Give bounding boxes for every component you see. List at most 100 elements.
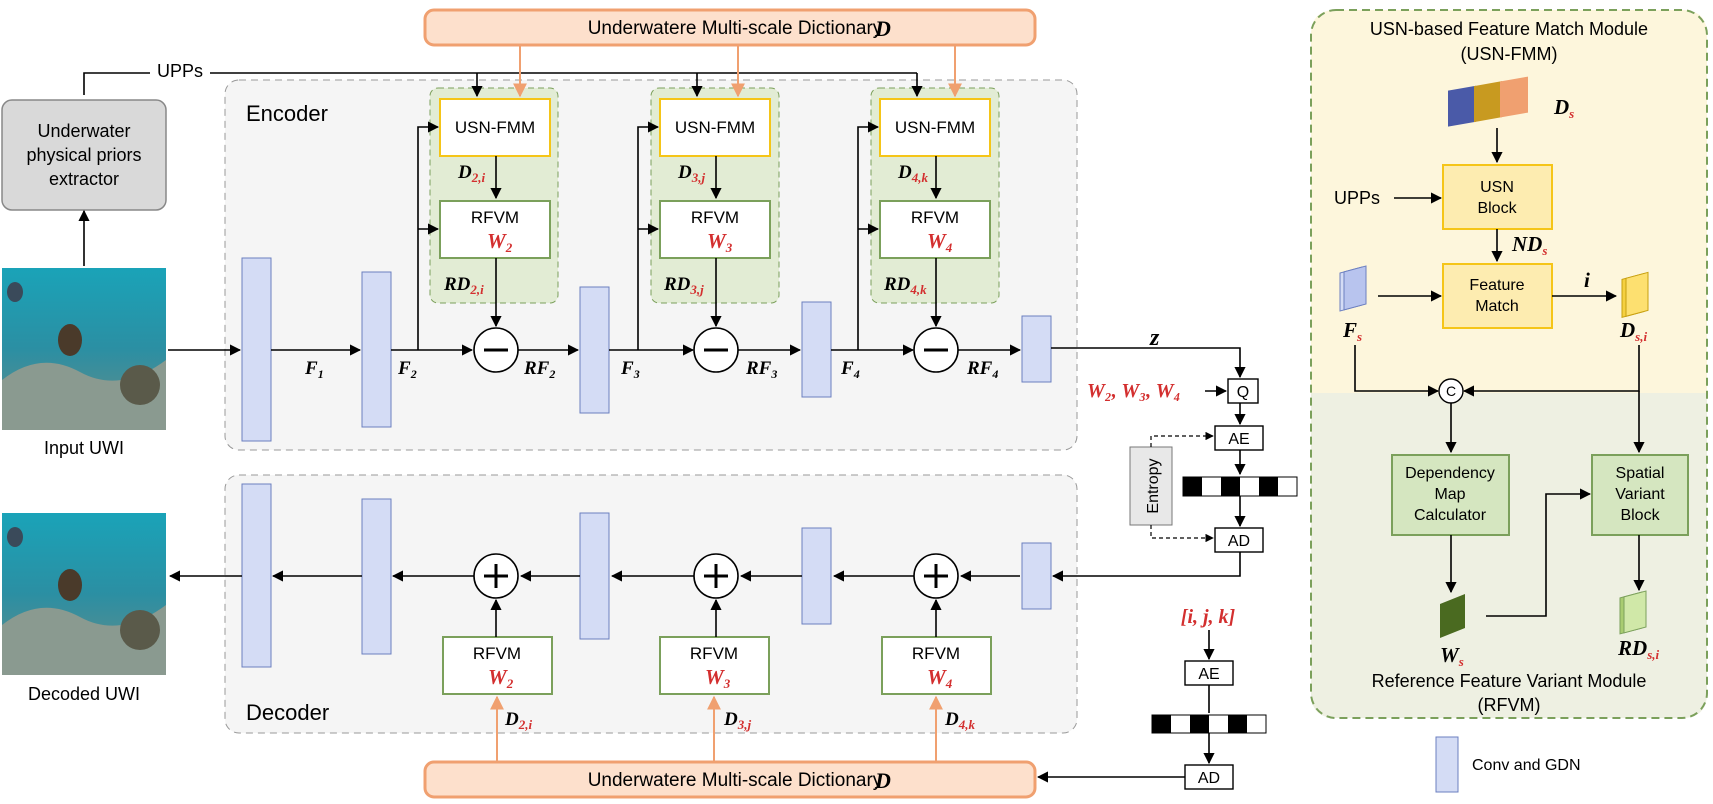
- stage2-rfvm-weight: W3: [707, 229, 733, 255]
- dep-map-label-1: Dependency: [1405, 465, 1495, 482]
- usn-block-label-2: Block: [1477, 200, 1517, 217]
- ad-label-2: AD: [1198, 770, 1220, 787]
- dec-conv-4: [801, 527, 832, 625]
- z-line: [1051, 347, 1246, 379]
- dec-rfvm-1-label: RFVM: [473, 644, 521, 663]
- dictionary-top-label: Underwatere Multi-scale Dictionary: [588, 18, 883, 39]
- rfvm-title-1: Reference Feature Variant Module: [1372, 671, 1647, 691]
- q-box: [1227, 378, 1259, 404]
- fmm-title-1: USN-based Feature Match Module: [1370, 19, 1648, 39]
- dec-rfvm-1-box: [442, 636, 553, 695]
- rdsi-feature-icon: [1619, 590, 1647, 635]
- dictionary-bottom-box: [423, 760, 1037, 799]
- dec-conv-5: [1021, 542, 1052, 610]
- dep-map-box: [1391, 454, 1510, 536]
- q-label: Q: [1237, 384, 1249, 401]
- stage1-rfvm-box: [439, 200, 551, 259]
- stage3-rfvm-label: RFVM: [911, 208, 959, 227]
- dec-rfvm-2-box: [659, 636, 770, 695]
- stage3-rfvm-box: [879, 200, 991, 259]
- ws-weight-icon: [1440, 594, 1465, 638]
- dec-conv-1: [241, 483, 272, 668]
- enc-conv-1: [241, 257, 272, 442]
- stage2-rfvm-box: [659, 200, 771, 259]
- stage3-usn-fmm-label: USN-FMM: [895, 118, 975, 137]
- stage2-rf-label: RF3: [745, 358, 777, 381]
- dec-conv-2: [361, 498, 392, 655]
- f1-label: F1: [304, 358, 324, 381]
- stage3-usn-fmm-box: [879, 98, 991, 157]
- stage2-f-label: F3: [620, 358, 640, 381]
- stage3-rfvm-weight: W4: [927, 229, 953, 255]
- fs-feature-icon: [1339, 265, 1367, 312]
- entropy-box: [1129, 446, 1173, 526]
- ds-label: Ds: [1553, 95, 1574, 121]
- dec-d-label-1: D2,i: [504, 709, 532, 732]
- ws-label: Ws: [1440, 643, 1464, 669]
- dictionary-stack-icon: [1448, 76, 1528, 127]
- stage1-rfvm-weight: W2: [487, 229, 513, 255]
- z-label: z: [1149, 325, 1160, 351]
- usn-block-box: [1442, 164, 1553, 230]
- enc-conv-5: [1021, 315, 1052, 383]
- stage1-usn-fmm-box: [439, 98, 551, 157]
- stage2-d-label: D3,j: [677, 162, 705, 185]
- fs-label: Fs: [1342, 318, 1362, 344]
- enc-conv-3: [579, 286, 610, 414]
- stage1-usn-fmm-label: USN-FMM: [455, 118, 535, 137]
- nds-label: NDs: [1511, 232, 1547, 258]
- enc-conv-4: [801, 301, 832, 398]
- input-uwi-image: [2, 268, 166, 430]
- rdsi-label: RDs,i: [1617, 636, 1659, 662]
- encoder-title: Encoder: [246, 101, 328, 126]
- svb-label-1: Spatial: [1616, 465, 1665, 482]
- bitstream-1: [1182, 476, 1298, 497]
- ad-to-decoder-arrow: [1051, 552, 1241, 582]
- dep-map-label-2: Map: [1434, 486, 1465, 503]
- decoder-region: [224, 474, 1078, 734]
- decoder-title: Decoder: [246, 700, 329, 725]
- entropy-to-ae-arrow: [1150, 431, 1214, 447]
- concat-label: C: [1446, 383, 1456, 399]
- dec-plus-icon-3: [924, 564, 948, 588]
- dec-rfvm-3-box: [881, 636, 992, 695]
- svb-label-2: Variant: [1615, 486, 1665, 503]
- ad-label-1: AD: [1228, 533, 1250, 550]
- dec-rfvm-3-weight: W4: [927, 665, 953, 691]
- weights-list-label: W₂, W₃, W₄: [1087, 380, 1181, 402]
- upps-line: [83, 72, 150, 95]
- dsi-label: Ds,i: [1619, 318, 1647, 344]
- fs-to-concat-line: [1354, 345, 1440, 397]
- ws-to-svb-arrow: [1486, 488, 1592, 617]
- dictionary-bottom-symbol: D: [874, 768, 891, 793]
- rfvm-title-2: (RFVM): [1478, 695, 1541, 715]
- fmm-title-2: (USN-FMM): [1461, 44, 1558, 64]
- stage3-branch-fmm: [857, 121, 880, 350]
- ae-box-2: [1184, 660, 1234, 686]
- dec-rfvm-1-weight: W2: [488, 665, 514, 691]
- i-label: i: [1584, 268, 1590, 292]
- dec-rfvm-3-label: RFVM: [912, 644, 960, 663]
- legend-conv-swatch: [1435, 736, 1459, 793]
- ad-box-2: [1184, 764, 1234, 790]
- enc-conv-2: [361, 271, 392, 428]
- fmm-upps-label: UPPs: [1334, 188, 1380, 208]
- ae-box-1: [1214, 425, 1264, 451]
- stage2-branch-fmm: [637, 121, 660, 350]
- dsi-feature-icon: [1621, 271, 1649, 319]
- dec-conv-3: [579, 512, 610, 640]
- ae-label-2: AE: [1198, 666, 1219, 683]
- extractor-label-1: Underwater: [37, 121, 130, 141]
- stage2-usn-fmm-box: [659, 98, 771, 157]
- stage2-rd-label: RD3,j: [663, 274, 704, 297]
- extractor-label-3: extractor: [49, 169, 119, 189]
- upps-label: UPPs: [157, 61, 203, 81]
- stage3-d-label: D4,k: [897, 162, 928, 185]
- stage3-rf-label: RF4: [966, 358, 998, 381]
- decoded-uwi-label: Decoded UWI: [28, 684, 140, 704]
- stage3-f-label: F4: [840, 358, 860, 381]
- entropy-label: Entropy: [1145, 458, 1162, 513]
- legend-conv-label: Conv and GDN: [1472, 757, 1581, 774]
- svb-label-3: Block: [1620, 507, 1660, 524]
